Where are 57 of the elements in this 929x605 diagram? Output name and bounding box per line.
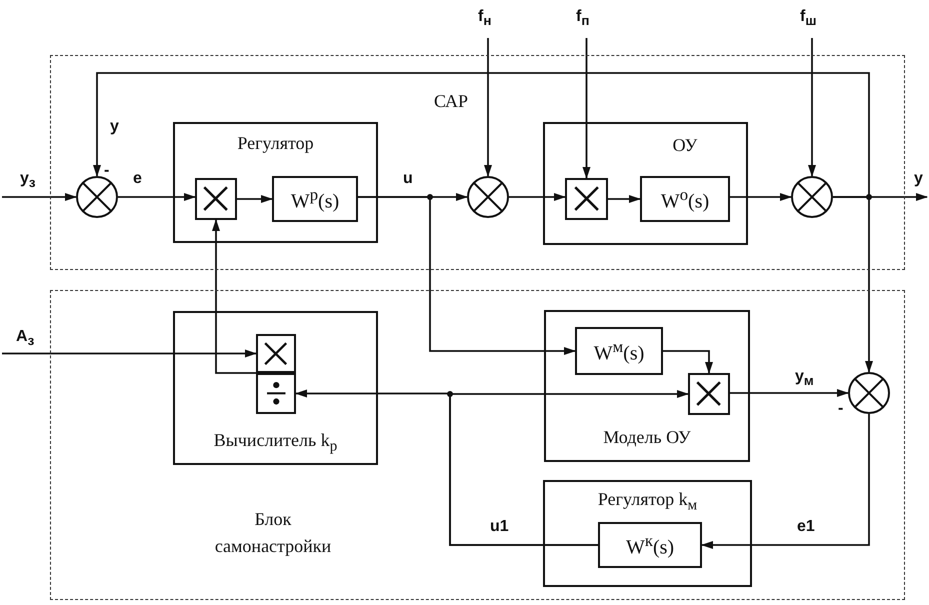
signal-label: f$_{ш}$ [800,8,816,28]
signal-arrow [608,195,641,203]
signal-label: A$_{з}$ [16,328,34,348]
block [543,480,752,587]
transfer-function: W$^{р}$(s) [290,184,340,214]
signal-arrow [582,38,590,179]
block [544,310,750,462]
block-title: Модель ОУ [602,426,692,449]
signal-label: y [110,118,119,136]
transfer-function: W$^{к}$(s) [626,530,674,560]
minus-sign: - [104,162,110,180]
multiplier-block [195,178,237,220]
block-title: Вычислитель k$_{р}$ [212,429,338,457]
transfer-function-block [640,176,730,222]
transfer-function: W$^{м}$(s) [594,336,644,366]
block-title: ОУ [672,134,698,157]
signal-arrow [701,414,870,549]
signal-label: y$_{м}$ [795,368,814,388]
transfer-function-block [598,522,702,568]
block-title: Регулятор k$_{м}$ [596,488,698,516]
signal-arrow [2,193,77,201]
signal-arrow [484,38,492,177]
signal-arrow [833,196,873,373]
minus-sign: - [838,400,844,418]
signal-arrow [118,193,196,201]
signal-label: y$_{з}$ [20,170,36,190]
signal-label: u [403,170,413,188]
region-title: САР [432,90,470,113]
signal-label: f$_{п}$ [576,8,590,28]
signal-arrow [358,196,576,355]
signal-label: u1 [490,518,509,536]
signal-arrow [2,350,257,358]
signal-arrow [730,193,792,201]
multiplier-block [688,373,730,415]
signal-arrow [449,390,689,546]
signal-arrow [808,38,816,177]
block [543,122,748,245]
block [173,311,378,465]
dashed-region [50,55,905,270]
transfer-function-block [272,176,358,222]
signal-label: y [914,170,923,188]
transfer-function: W$^{о}$(s) [660,184,710,214]
dashed-region [50,290,905,600]
region-title: Блок самонастройки [214,508,332,558]
signal-label: e1 [797,518,815,536]
signal-label: e [133,170,142,188]
multiplier-block [256,334,296,373]
signal-arrow [509,193,566,201]
signal-arrow [237,195,273,203]
signal-label: f$_{н}$ [478,8,492,28]
multiplier-block [565,178,608,220]
block-title: Регулятор [236,132,315,155]
signal-arrow [663,350,713,374]
block [173,122,378,243]
transfer-function-block [575,327,663,375]
signal-arrow [730,389,849,397]
signal-arrow [212,219,256,374]
